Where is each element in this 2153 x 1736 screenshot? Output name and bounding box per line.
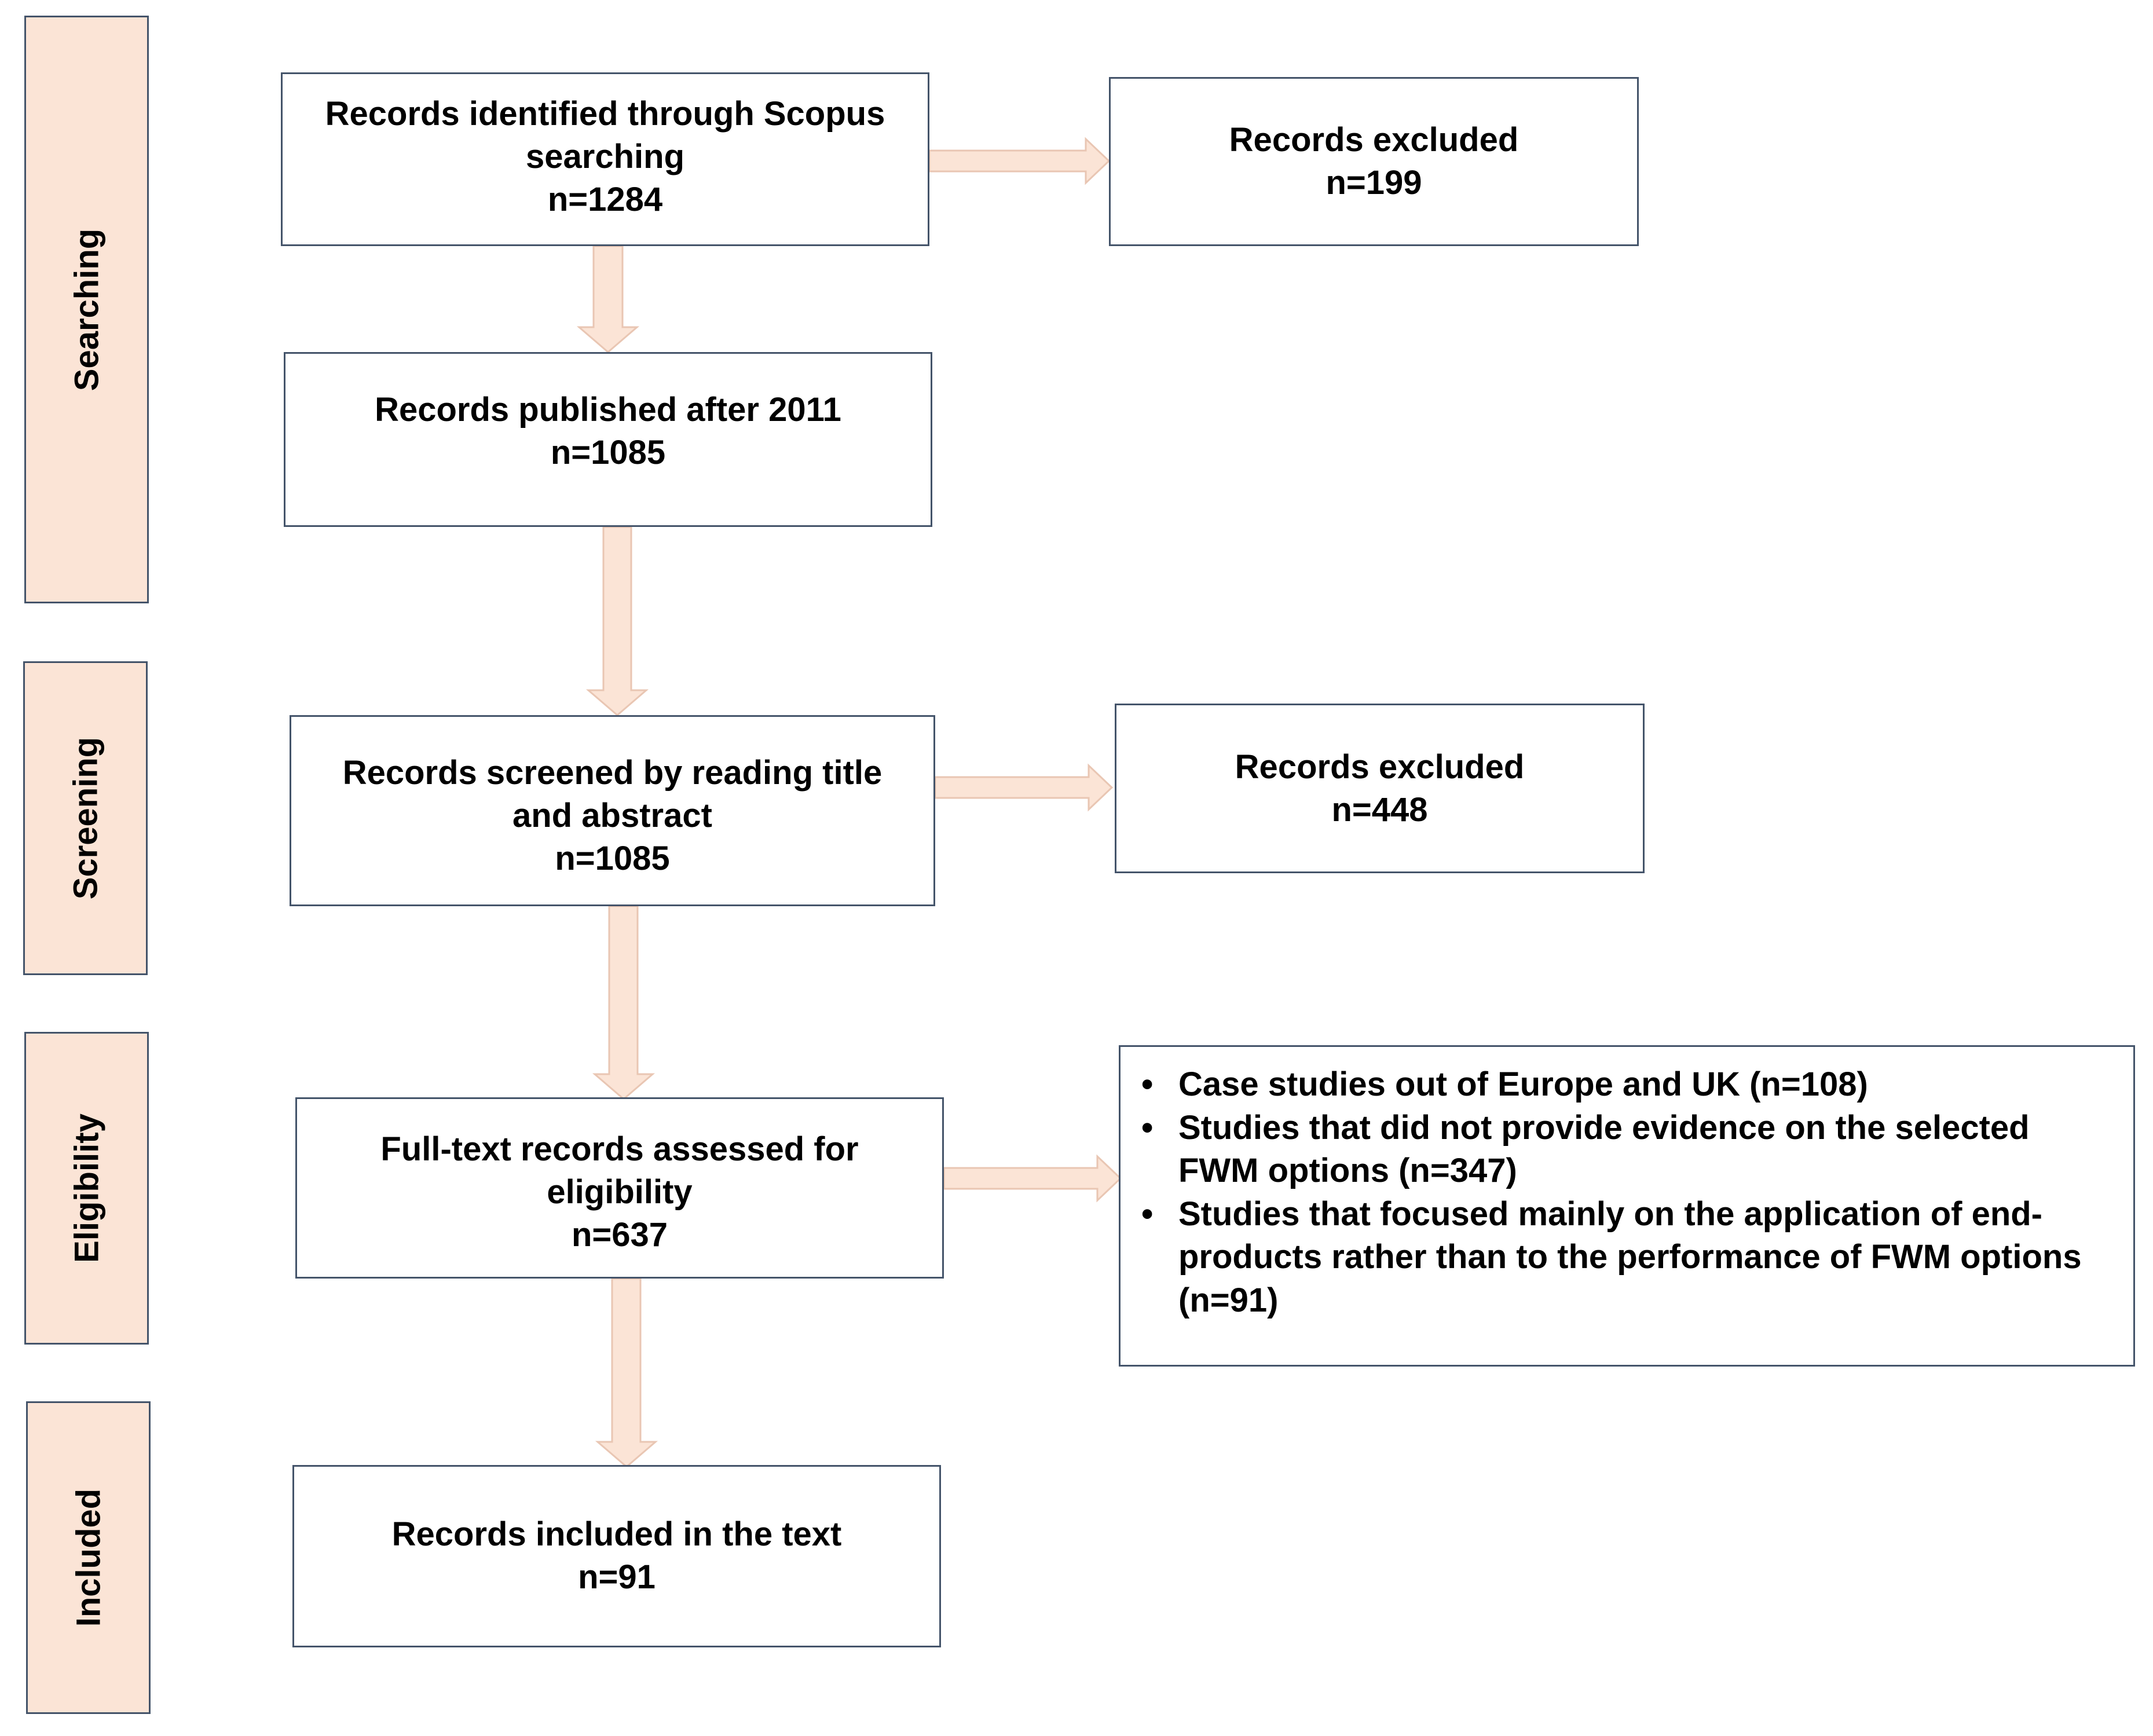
phase-searching: Searching: [24, 16, 149, 603]
records-count: n=1284: [547, 181, 663, 218]
box-text-line: Records excluded: [1229, 121, 1519, 159]
box-text-line: searching: [526, 138, 684, 175]
phase-label-screening: Screening: [67, 737, 104, 900]
exclusion-reasons-box: Case studies out of Europe and UK (n=108…: [1119, 1045, 2135, 1367]
list-item: Case studies out of Europe and UK (n=108…: [1138, 1063, 2110, 1107]
arrow-down-3: [592, 905, 656, 1100]
exclusion-reasons-list: Case studies out of Europe and UK (n=108…: [1138, 1063, 2110, 1322]
arrow-down-4: [595, 1277, 658, 1468]
arrow-right-1: [928, 137, 1111, 185]
records-count: n=199: [1326, 164, 1422, 202]
arrow-right-3: [943, 1154, 1122, 1203]
list-item: Studies that did not provide evidence on…: [1138, 1107, 2110, 1193]
box-text-line: Full-text records assessed for: [380, 1130, 859, 1168]
arrow-down-2: [585, 526, 649, 716]
records-count: n=637: [571, 1216, 668, 1254]
box-text-line: eligibility: [547, 1173, 693, 1211]
fulltext-assessed-box: Full-text records assessed for eligibili…: [295, 1097, 944, 1279]
box-text-line: and abstract: [512, 797, 712, 834]
phase-label-included: Included: [69, 1488, 107, 1627]
phase-screening: Screening: [23, 661, 148, 975]
records-excluded-box-2: Records excluded n=448: [1115, 704, 1645, 873]
list-item: Studies that focused mainly on the appli…: [1138, 1193, 2110, 1323]
records-included-box: Records included in the text n=91: [292, 1465, 941, 1647]
box-text-line: Records included in the text: [391, 1515, 842, 1553]
records-identified-box: Records identified through Scopus search…: [281, 72, 929, 246]
records-count: n=91: [578, 1558, 656, 1596]
records-published-box: Records published after 2011 n=1085: [284, 352, 932, 527]
records-count: n=1085: [555, 840, 670, 877]
phase-label-searching: Searching: [68, 228, 105, 391]
phase-eligibility: Eligibility: [24, 1032, 149, 1345]
box-text-line: Records published after 2011: [375, 391, 841, 428]
box-text-line: Records identified through Scopus: [325, 95, 885, 133]
arrow-right-2: [934, 763, 1114, 812]
box-text-line: Records screened by reading title: [342, 754, 883, 792]
records-count: n=1085: [550, 434, 666, 471]
phase-included: Included: [26, 1401, 151, 1714]
phase-label-eligibility: Eligibility: [68, 1114, 105, 1263]
records-screened-box: Records screened by reading title and ab…: [290, 715, 935, 906]
records-excluded-box-1: Records excluded n=199: [1109, 77, 1639, 246]
records-count: n=448: [1331, 791, 1428, 829]
box-text-line: Records excluded: [1235, 748, 1525, 786]
arrow-down-1: [576, 245, 640, 353]
